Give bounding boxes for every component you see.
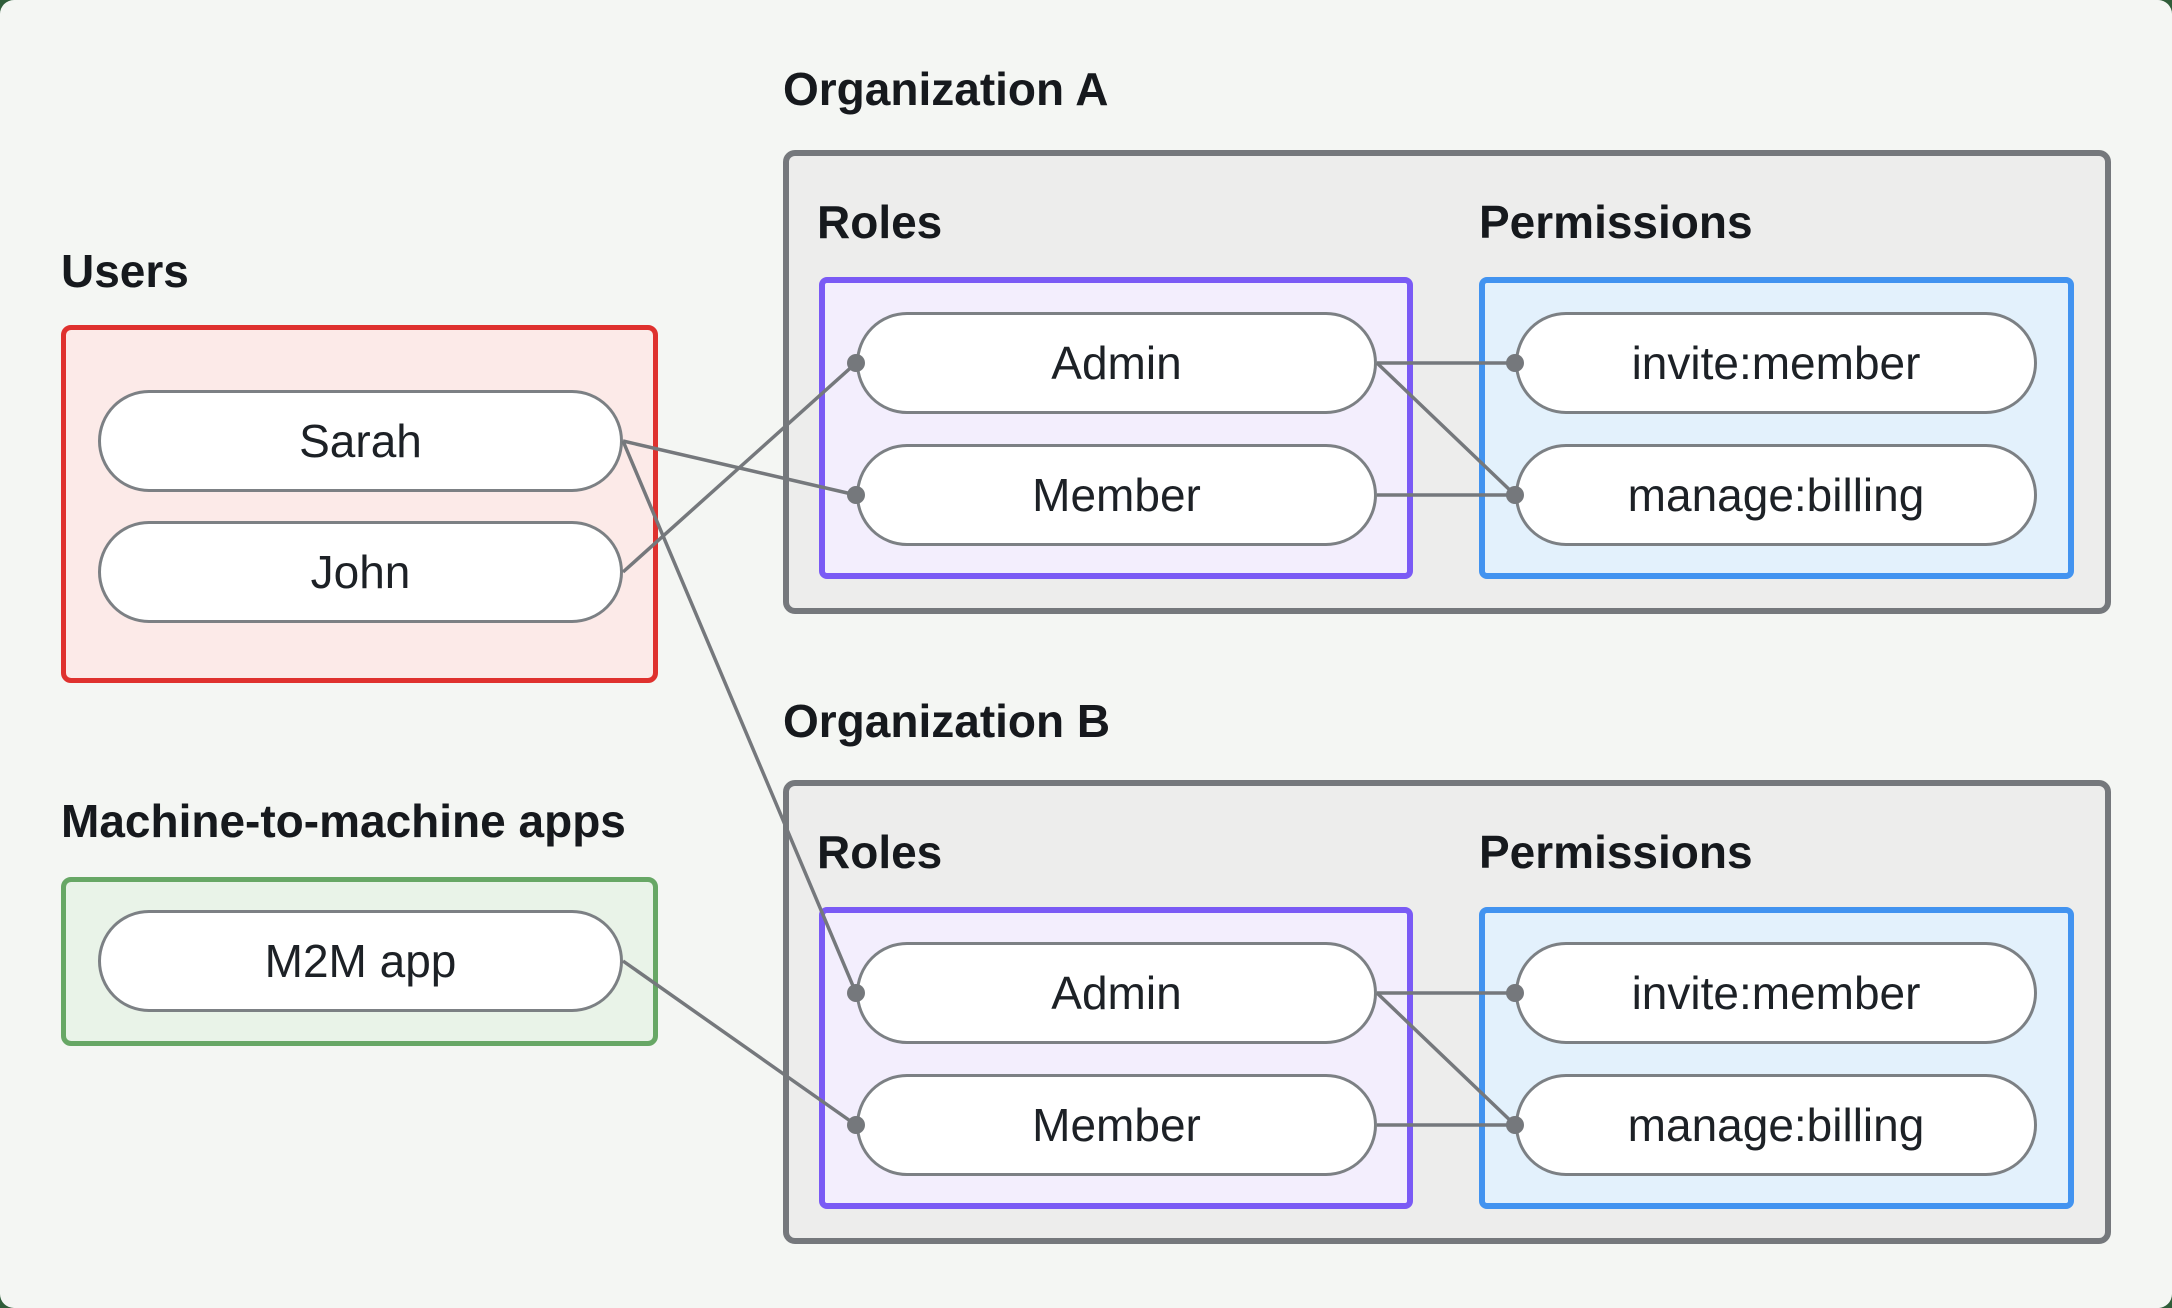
users-group-box [61,325,658,683]
org-b-roles-label: Roles [817,826,943,878]
org-b-title: Organization B [783,695,1111,747]
m2m-app-node-label: M2M app [264,935,457,987]
org-a-permissions-label: Permissions [1479,196,1753,248]
role-node-label: Admin [1051,337,1182,389]
role-node-label: Member [1032,1099,1201,1151]
org-b-permissions-label: Permissions [1479,826,1753,878]
org-a-roles-label: Roles [817,196,943,248]
user-node-label: Sarah [299,415,422,467]
permission-node-label: invite:member [1631,967,1921,1019]
role-node-label: Admin [1051,967,1182,1019]
permission-node-label: manage:billing [1627,469,1925,521]
org-a-title: Organization A [783,63,1109,115]
permission-node-label: manage:billing [1627,1099,1925,1151]
user-node-sarah: Sarah [98,390,623,492]
user-node-label: John [310,546,411,598]
org-b-permission-invite-member: invite:member [1515,942,2037,1044]
org-a-role-member: Member [856,444,1377,546]
permission-node-label: invite:member [1631,337,1921,389]
users-section-label: Users [61,245,189,297]
role-node-label: Member [1032,469,1201,521]
org-b-role-admin: Admin [856,942,1377,1044]
org-b-permission-manage-billing: manage:billing [1515,1074,2037,1176]
m2m-app-node: M2M app [98,910,623,1012]
org-b-role-member: Member [856,1074,1377,1176]
user-node-john: John [98,521,623,623]
m2m-section-label: Machine-to-machine apps [61,795,626,847]
org-a-role-admin: Admin [856,312,1377,414]
org-a-permission-invite-member: invite:member [1515,312,2037,414]
org-a-permission-manage-billing: manage:billing [1515,444,2037,546]
